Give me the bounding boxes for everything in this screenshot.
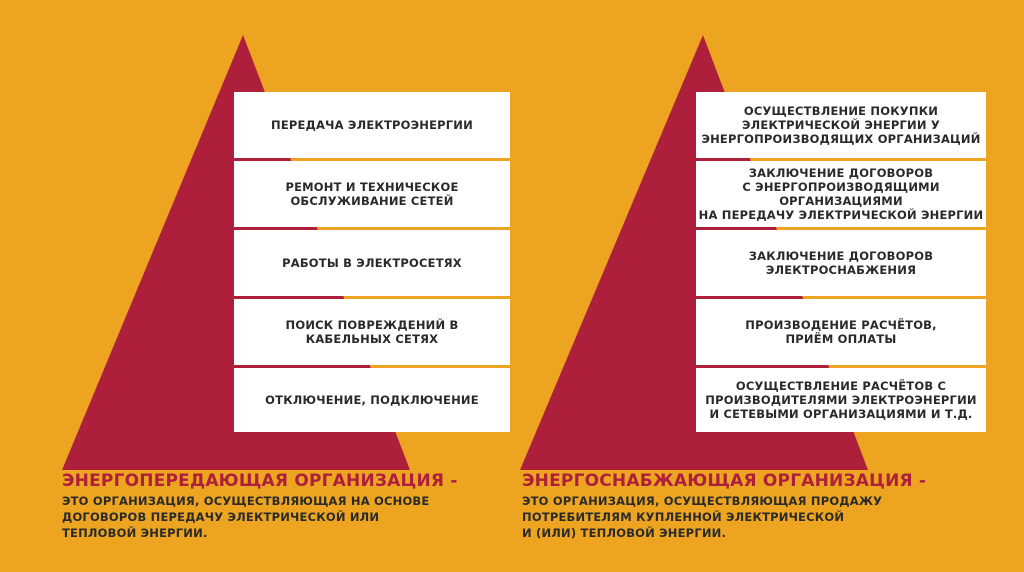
left-item-1: ПЕРЕДАЧА ЭЛЕКТРОЭНЕРГИИ — [234, 92, 510, 158]
right-caption-title: ЭНЕРГОСНАБЖАЮЩАЯ ОРГАНИЗАЦИЯ - — [522, 471, 927, 491]
left-caption: ЭНЕРГОПЕРЕДАЮЩАЯ ОРГАНИЗАЦИЯ - ЭТО ОРГАН… — [62, 471, 458, 541]
right-item-1: ОСУЩЕСТВЛЕНИЕ ПОКУПКИ ЭЛЕКТРИЧЕСКОЙ ЭНЕР… — [696, 92, 986, 158]
left-item-4: ПОИСК ПОВРЕЖДЕНИЙ В КАБЕЛЬНЫХ СЕТЯХ — [234, 299, 510, 365]
left-item-5: ОТКЛЮЧЕНИЕ, ПОДКЛЮЧЕНИЕ — [234, 368, 510, 432]
left-item-3: РАБОТЫ В ЭЛЕКТРОСЕТЯХ — [234, 230, 510, 296]
right-item-4: ПРОИЗВОДЕНИЕ РАСЧЁТОВ, ПРИЁМ ОПЛАТЫ — [696, 299, 986, 365]
right-item-2: ЗАКЛЮЧЕНИЕ ДОГОВОРОВ С ЭНЕРГОПРОИЗВОДЯЩИ… — [696, 161, 986, 227]
right-caption: ЭНЕРГОСНАБЖАЮЩАЯ ОРГАНИЗАЦИЯ - ЭТО ОРГАН… — [522, 471, 926, 541]
right-item-5: ОСУЩЕСТВЛЕНИЕ РАСЧЁТОВ С ПРОИЗВОДИТЕЛЯМИ… — [696, 368, 986, 432]
right-item-3: ЗАКЛЮЧЕНИЕ ДОГОВОРОВ ЭЛЕКТРОСНАБЖЕНИЯ — [696, 230, 986, 296]
left-caption-title: ЭНЕРГОПЕРЕДАЮЩАЯ ОРГАНИЗАЦИЯ - — [62, 471, 458, 491]
right-caption-body: ЭТО ОРГАНИЗАЦИЯ, ОСУЩЕСТВЛЯЮЩАЯ ПРОДАЖУ … — [522, 494, 883, 540]
left-item-2: РЕМОНТ И ТЕХНИЧЕСКОЕ ОБСЛУЖИВАНИЕ СЕТЕЙ — [234, 161, 510, 227]
left-caption-body: ЭТО ОРГАНИЗАЦИЯ, ОСУЩЕСТВЛЯЮЩАЯ НА ОСНОВ… — [62, 494, 430, 540]
